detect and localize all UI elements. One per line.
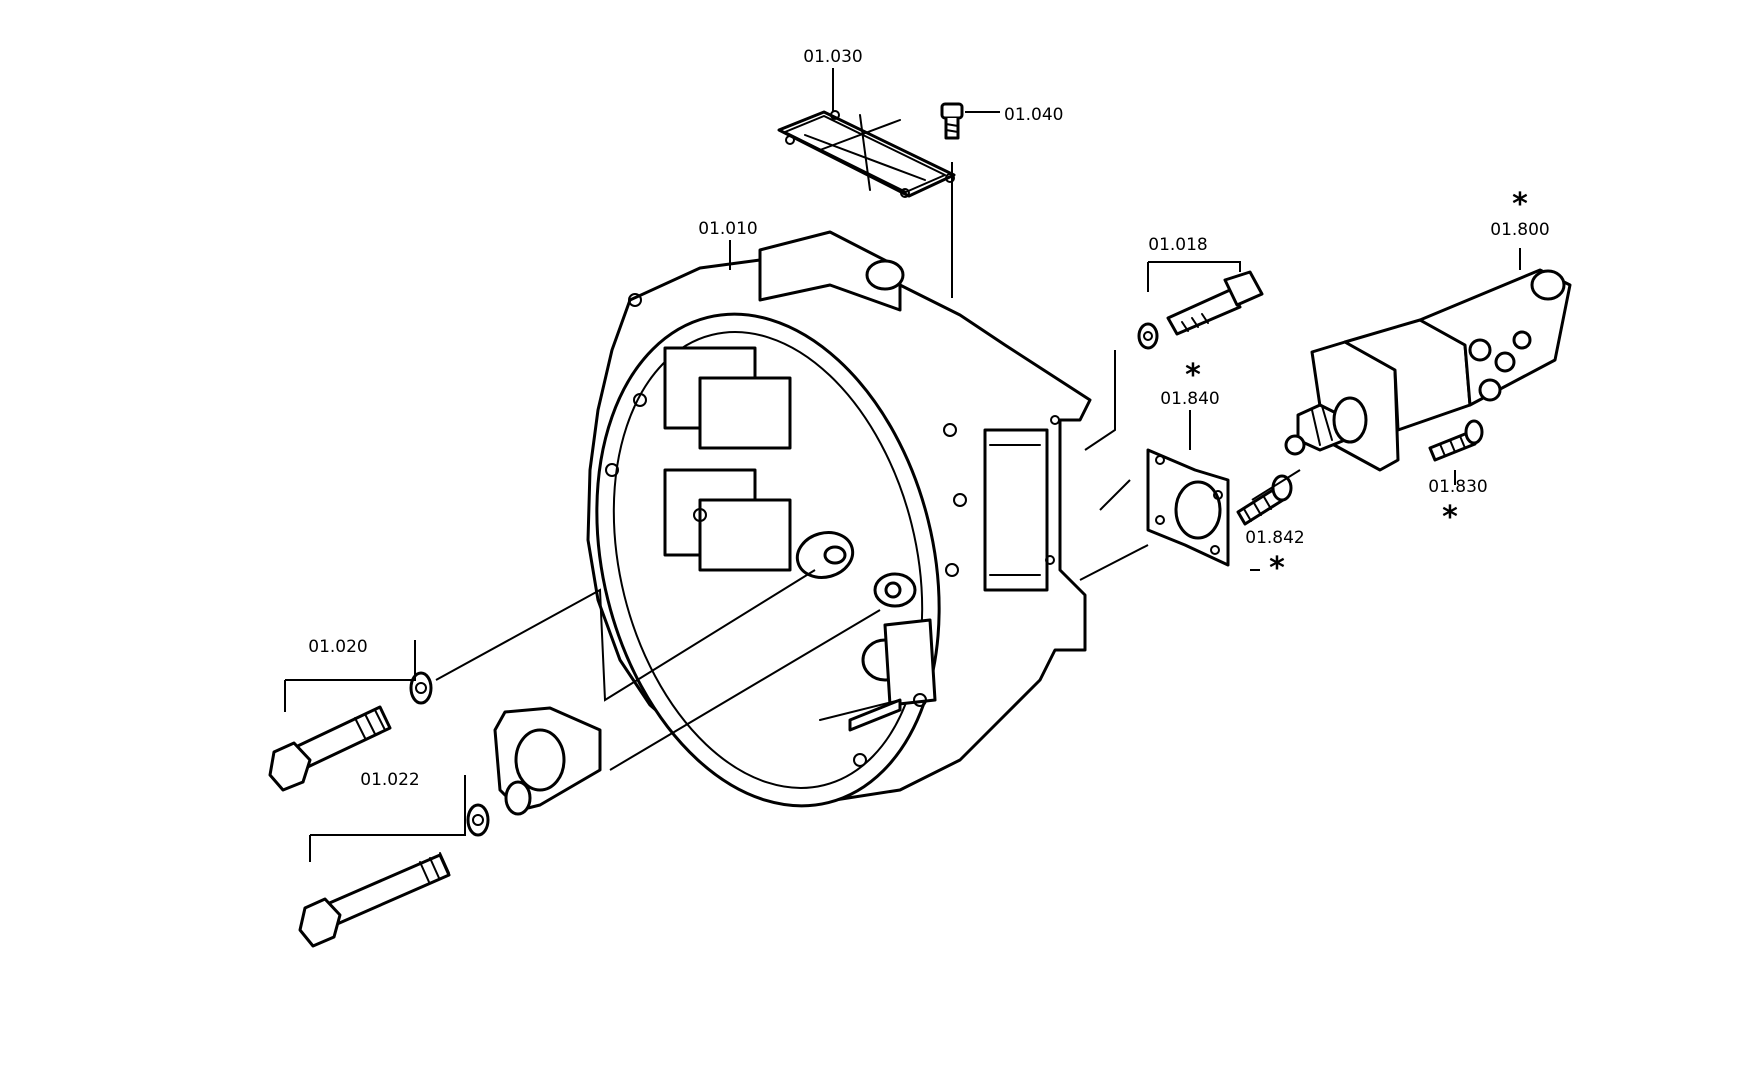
label-01-842: 01.842 <box>1245 528 1304 548</box>
label-01-040: 01.040 <box>1004 105 1063 125</box>
marker-01-830: * <box>1442 500 1458 535</box>
bolt-01-842 <box>1236 474 1293 526</box>
bolt-01-022 <box>298 803 490 948</box>
leader-lines <box>284 68 1521 862</box>
label-01-800: 01.800 <box>1490 220 1549 240</box>
bolt-01-018 <box>1137 270 1264 350</box>
valve-assembly <box>1284 268 1572 472</box>
marker-01-840: * <box>1185 358 1201 393</box>
label-01-840: 01.840 <box>1160 389 1219 409</box>
label-01-030: 01.030 <box>803 47 862 67</box>
cover-screw <box>940 102 964 140</box>
bearing-block <box>493 706 602 816</box>
adapter-plate <box>1146 448 1230 567</box>
bolt-01-830 <box>1428 419 1484 462</box>
label-01-018: 01.018 <box>1148 235 1207 255</box>
cover-plate <box>777 110 956 198</box>
label-01-830: 01.830 <box>1428 477 1487 497</box>
label-01-010: 01.010 <box>698 219 757 239</box>
marker-01-800: * <box>1512 187 1528 222</box>
marker-01-842: * <box>1269 551 1285 586</box>
bolt-01-020 <box>268 671 433 792</box>
label-01-020: 01.020 <box>308 637 367 657</box>
clutch-housing <box>586 230 1092 808</box>
label-01-022: 01.022 <box>360 770 419 790</box>
